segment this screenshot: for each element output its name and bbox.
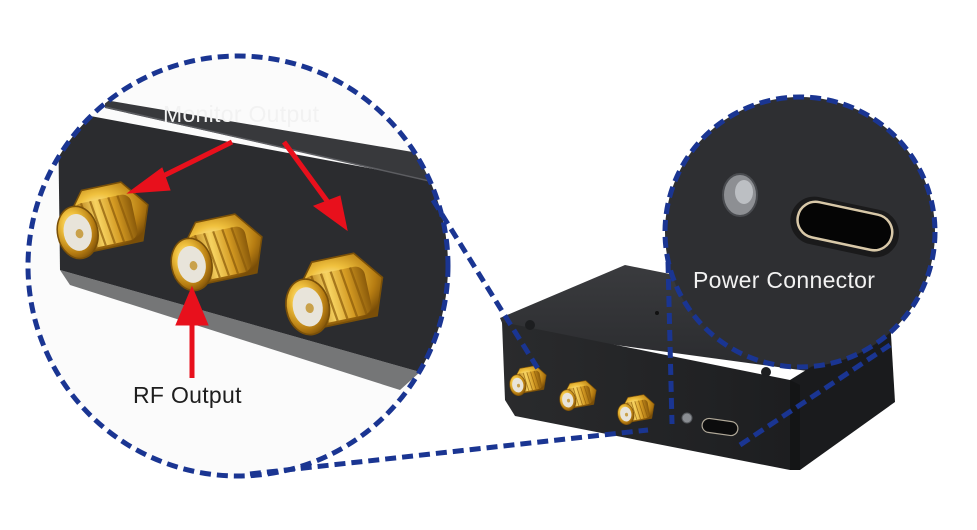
arrow-icon <box>281 140 348 232</box>
callout-power <box>662 94 938 370</box>
rf-output-label: RF Output <box>133 382 242 408</box>
callout-leader-lines <box>249 198 892 477</box>
usb-c-port-icon <box>701 417 739 437</box>
arrows <box>126 139 348 378</box>
led-indicator-icon <box>681 412 693 424</box>
arrow-icon <box>126 139 234 194</box>
monitor-output-label: Monitor Output <box>163 101 320 127</box>
usb-c-port-icon <box>790 196 900 258</box>
callout-outline-right <box>662 94 938 370</box>
arrow-icon <box>175 285 209 378</box>
callout-outline-left <box>25 53 451 479</box>
power-connector-label: Power Connector <box>693 267 876 293</box>
device-side-face <box>790 318 895 470</box>
